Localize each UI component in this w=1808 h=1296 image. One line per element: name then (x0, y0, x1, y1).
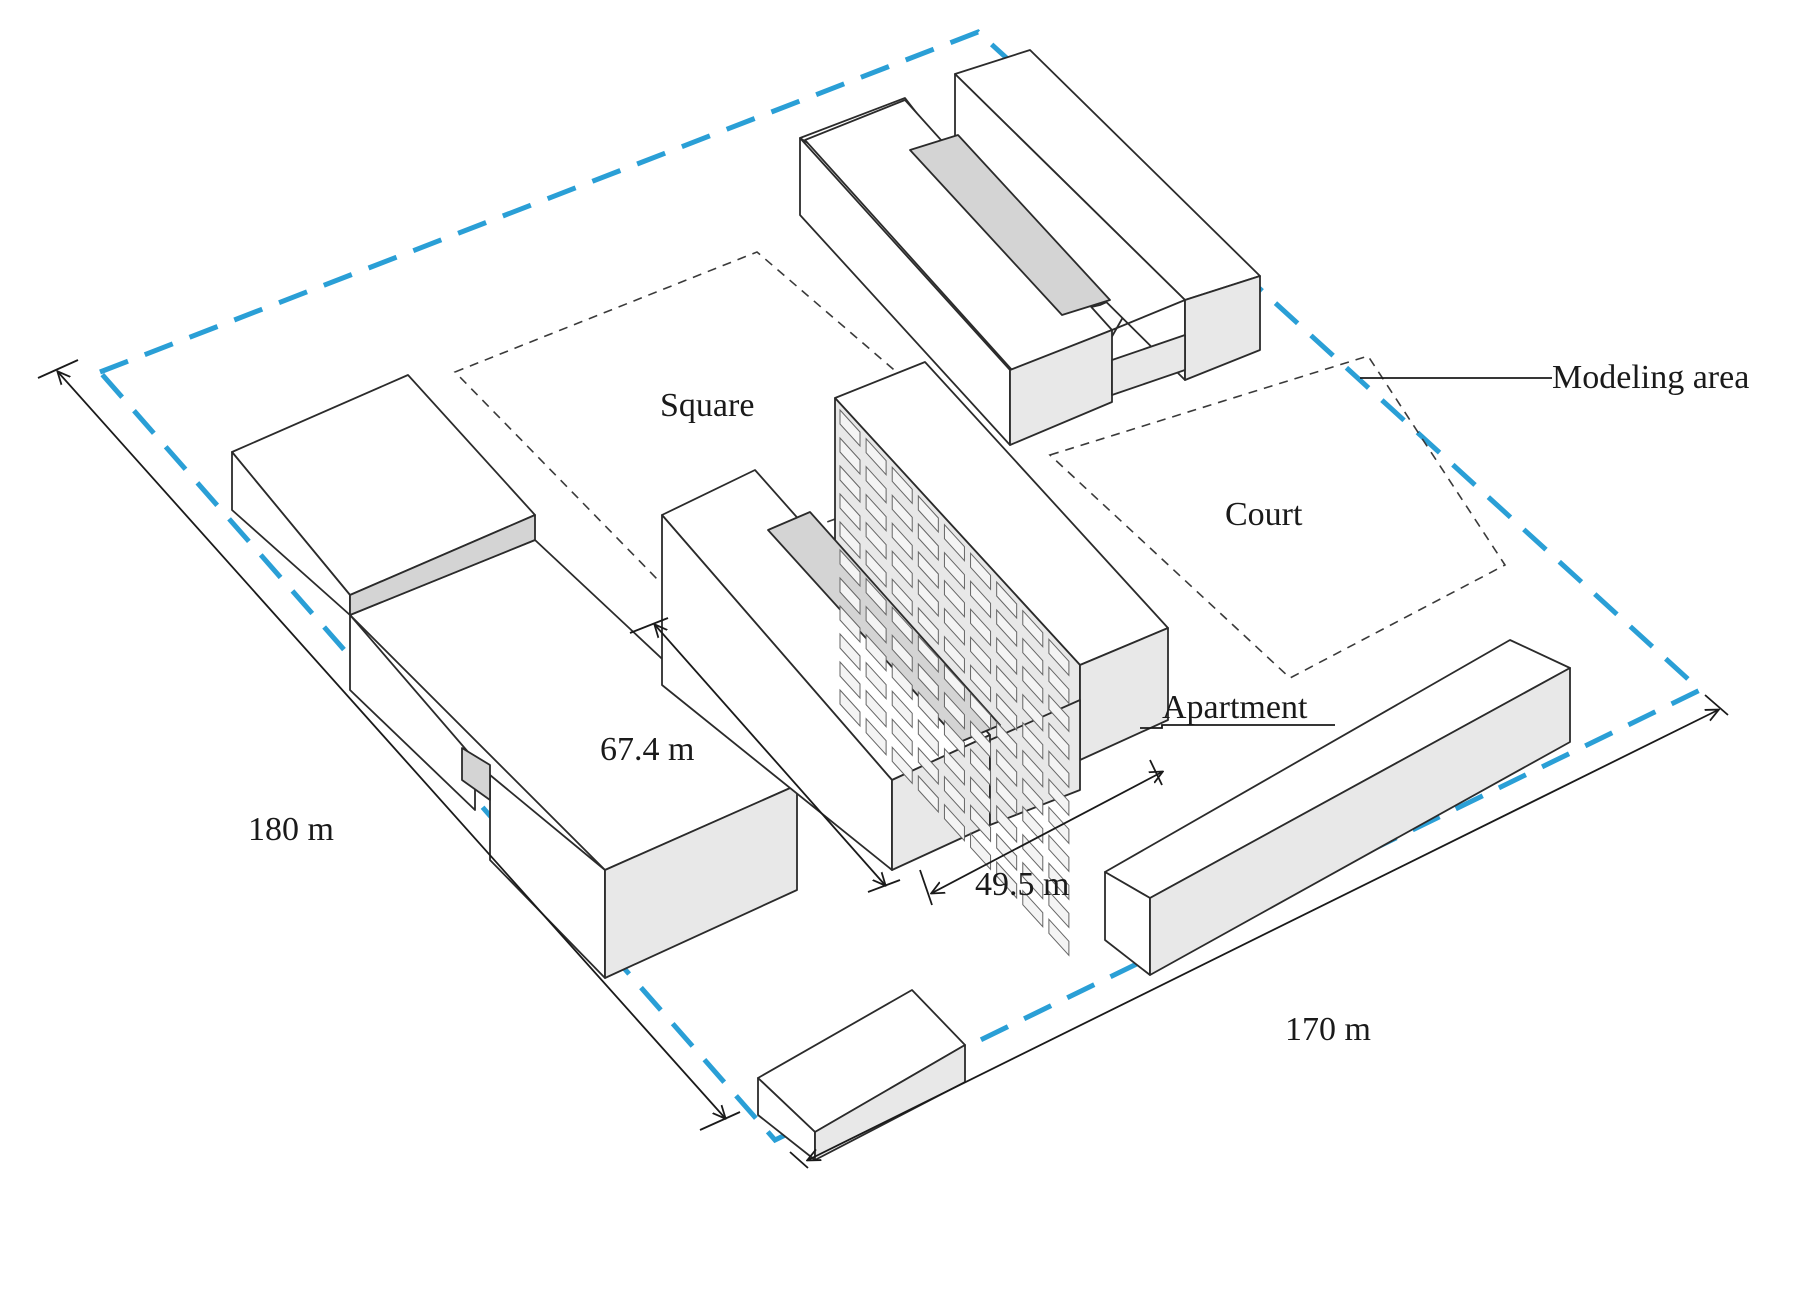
apartment-window (839, 464, 861, 504)
apartment-window (917, 550, 939, 590)
apartment-window (996, 580, 1018, 620)
apartment-window (1022, 665, 1044, 704)
dim-180m (37, 359, 741, 1131)
dim-170m (789, 694, 1729, 1169)
apartment-window (917, 606, 939, 646)
apartment-window (943, 523, 965, 562)
apartment-window (839, 408, 861, 448)
apartment-window (1048, 666, 1070, 705)
apartment-window (970, 580, 992, 619)
apartment-leader (1140, 724, 1335, 729)
dim-180m-label: 180 m (248, 811, 334, 848)
square-label: Square (660, 387, 754, 424)
apartment-window (839, 492, 861, 532)
apartment-window (865, 493, 887, 532)
apartment-window (1048, 638, 1070, 677)
dim-67-4m-label: 67.4 m (600, 731, 694, 768)
apartment-window (891, 606, 913, 645)
apartment-window (865, 577, 887, 616)
apartment-window (839, 436, 861, 476)
dim-49-5m-label: 49.5 m (975, 866, 1069, 903)
apartment-window (891, 550, 913, 589)
apartment-window (865, 549, 887, 588)
dim-67-4m (629, 617, 901, 893)
apartment-window (917, 522, 939, 562)
apartment-window (943, 607, 965, 646)
apartment-window (943, 635, 965, 674)
apartment-window (839, 576, 861, 616)
apartment-window (1022, 609, 1044, 648)
apartment-window (865, 465, 887, 504)
apartment-window (891, 522, 913, 561)
apartment-window (1022, 637, 1044, 676)
apartment-window (996, 608, 1018, 648)
apartment-window (891, 662, 913, 701)
court-zone (1048, 355, 1507, 679)
apartment-window (891, 634, 913, 673)
apartment-label: Apartment (1162, 689, 1308, 726)
apartment-window (865, 521, 887, 560)
apartment-window (943, 551, 965, 590)
modeling-area-label: Modeling area (1552, 359, 1749, 396)
apartment-window (970, 664, 992, 703)
dim-49-5m (919, 759, 1162, 906)
building-north-u-block (799, 49, 1261, 446)
apartment-window (943, 579, 965, 618)
apartment-window (970, 636, 992, 675)
dim-170m-label: 170 m (1285, 1011, 1371, 1048)
apartment-window (917, 494, 939, 534)
apartment-window (839, 548, 861, 588)
apartment-window (996, 636, 1018, 676)
apartment-window (917, 578, 939, 618)
apartment-window (865, 437, 887, 476)
apartment-window (917, 662, 939, 702)
apartment-window (970, 608, 992, 647)
apartment-window (943, 663, 965, 702)
apartment-window (891, 466, 913, 505)
apartment-window (891, 578, 913, 617)
apartment-window (996, 664, 1018, 704)
court-label: Court (1225, 496, 1303, 533)
apartment-window (891, 494, 913, 533)
apartment-window (839, 520, 861, 560)
apartment-window (970, 552, 992, 591)
apartment-window (917, 634, 939, 674)
